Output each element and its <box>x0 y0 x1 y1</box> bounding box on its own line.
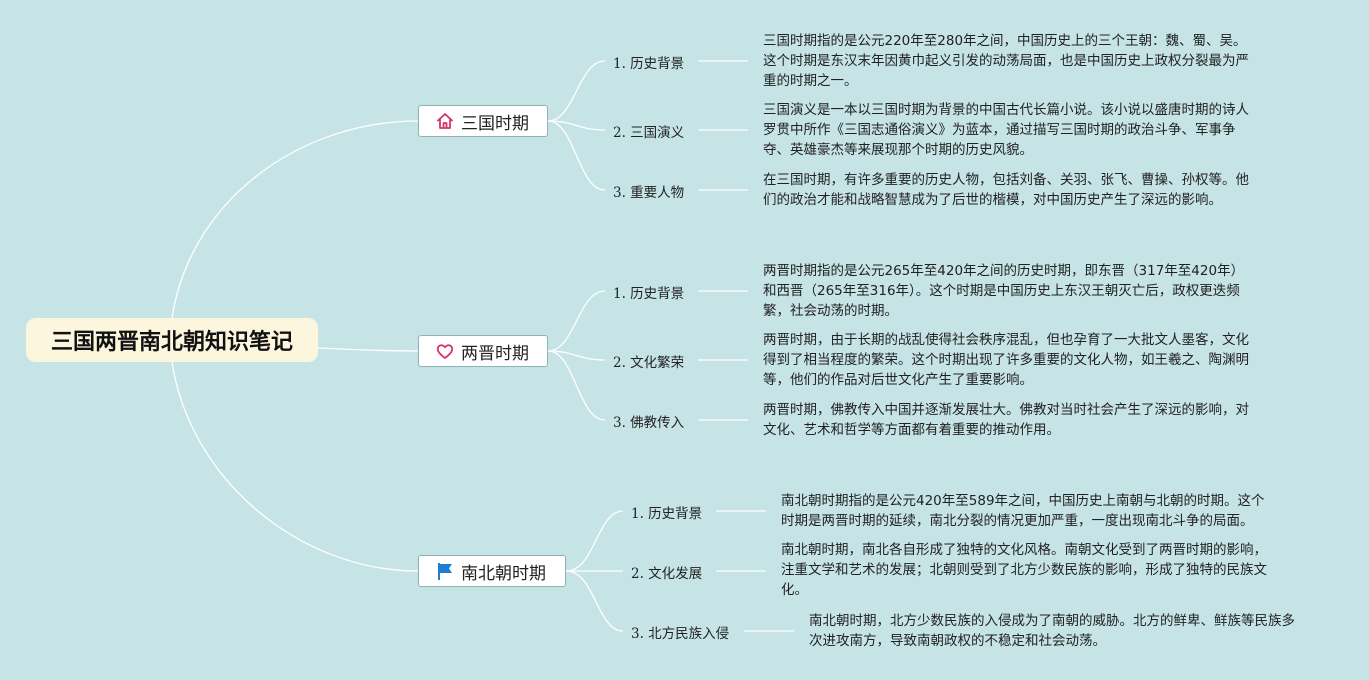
desc-nanbei-invasion: 南北朝时期，北方少数民族的入侵成为了南朝的威胁。北方的鲜卑、鲜族等民族多次进攻南… <box>809 613 1295 649</box>
branch-title: 两晋时期 <box>461 343 529 364</box>
topic-nanbei-culture[interactable]: 2. 文化发展 <box>631 566 703 582</box>
topic-nanbei-invasion[interactable]: 3. 北方民族入侵 <box>631 626 730 642</box>
branch-sanguo[interactable]: 三国时期 <box>418 105 548 137</box>
flag-icon <box>435 561 455 581</box>
branch-title: 三国时期 <box>461 113 529 134</box>
desc-sanguo-background: 三国时期指的是公元220年至280年之间，中国历史上的三个王朝：魏、蜀、吴。这个… <box>763 33 1249 89</box>
topic-sanguo-background[interactable]: 1. 历史背景 <box>613 56 685 72</box>
root-node[interactable]: 三国两晋南北朝知识笔记 <box>26 318 318 362</box>
topic-liangjin-background[interactable]: 1. 历史背景 <box>613 286 685 302</box>
branch-nanbeichao[interactable]: 南北朝时期 <box>418 555 566 587</box>
desc-liangjin-background: 两晋时期指的是公元265年至420年之间的历史时期，即东晋（317年至420年）… <box>763 263 1245 319</box>
topic-sanguo-figures[interactable]: 3. 重要人物 <box>613 185 685 201</box>
desc-nanbei-culture: 南北朝时期，南北各自形成了独特的文化风格。南朝文化受到了两晋时期的影响，注重文学… <box>781 542 1267 598</box>
desc-sanguo-novel: 三国演义是一本以三国时期为背景的中国古代长篇小说。该小说以盛唐时期的诗人罗贯中所… <box>763 102 1249 158</box>
topic-nanbei-background[interactable]: 1. 历史背景 <box>631 506 703 522</box>
connector-root-branch-2 <box>317 347 419 352</box>
root-title: 三国两晋南北朝知识笔记 <box>50 330 293 355</box>
desc-nanbei-background: 南北朝时期指的是公元420年至589年之间，中国历史上南朝与北朝的时期。这个时期… <box>781 493 1265 529</box>
house-icon <box>435 111 455 131</box>
desc-sanguo-figures: 在三国时期，有许多重要的历史人物，包括刘备、关羽、张飞、曹操、孙权等。他们的政治… <box>763 172 1249 208</box>
topic-liangjin-buddhism[interactable]: 3. 佛教传入 <box>613 415 685 431</box>
branch-title: 南北朝时期 <box>461 563 546 584</box>
desc-liangjin-buddhism: 两晋时期，佛教传入中国并逐渐发展壮大。佛教对当时社会产生了深远的影响，对文化、艺… <box>763 402 1249 438</box>
heart-icon <box>435 341 455 361</box>
connector-root-branch-1 <box>171 120 419 319</box>
branch-liangjin[interactable]: 两晋时期 <box>418 335 548 367</box>
desc-liangjin-culture: 两晋时期，由于长期的战乱使得社会秩序混乱，但也孕育了一大批文人墨客，文化得到了相… <box>763 332 1249 388</box>
topic-liangjin-culture[interactable]: 2. 文化繁荣 <box>613 355 685 371</box>
connector-root-branch-3 <box>171 361 419 572</box>
topic-sanguo-novel[interactable]: 2. 三国演义 <box>613 125 685 141</box>
